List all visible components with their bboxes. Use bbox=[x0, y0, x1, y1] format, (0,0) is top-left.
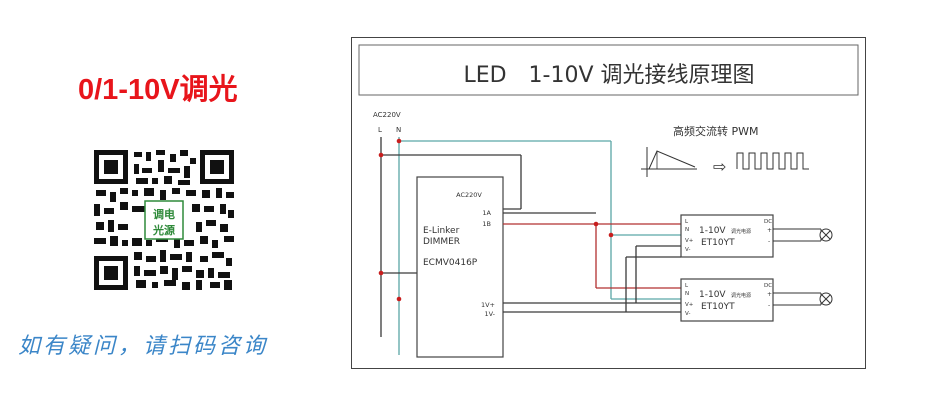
pwm-label: 高频交流转 PWM bbox=[673, 124, 759, 138]
svg-text:DC: DC bbox=[764, 219, 772, 225]
dimmer-term-1b: 1B bbox=[482, 220, 491, 228]
dimmer-term-1v-plus: 1V+ bbox=[481, 301, 495, 309]
svg-text:L: L bbox=[685, 283, 689, 289]
svg-text:+: + bbox=[767, 291, 772, 298]
driver-1: L N V+ V- 1-10V 调光电源 ET10YT DC + - bbox=[680, 214, 833, 258]
svg-text:N: N bbox=[685, 291, 689, 297]
dimmer-ac-label: AC220V bbox=[456, 191, 482, 199]
dimmer-box bbox=[416, 176, 504, 358]
qr-logo-line1: 调电 bbox=[153, 207, 175, 221]
qr-code: 调电 光源 bbox=[92, 148, 236, 292]
wiring-diagram-panel: LED 1-10V 调光接线原理图 AC220V L N AC220V 1A 1… bbox=[351, 37, 866, 369]
svg-text:⇨: ⇨ bbox=[713, 157, 726, 176]
driver-2-model: ET10YT bbox=[701, 302, 735, 312]
svg-text:L: L bbox=[685, 219, 689, 225]
driver-2: L N V+ V- 1-10V 调光电源 ET10YT DC + - bbox=[680, 278, 833, 322]
driver-1-model: ET10YT bbox=[701, 238, 735, 248]
dimmer-name-line1: E-Linker bbox=[423, 226, 460, 236]
n-label: N bbox=[396, 126, 401, 134]
driver-1-title: 1-10V bbox=[699, 226, 726, 236]
junction-dots bbox=[378, 138, 614, 302]
driver-2-title: 1-10V bbox=[699, 290, 726, 300]
svg-text:V-: V- bbox=[685, 311, 690, 317]
ac-input-label: AC220V bbox=[373, 111, 401, 119]
title-box bbox=[358, 44, 859, 96]
svg-text:N: N bbox=[685, 227, 689, 233]
diagram-title: LED 1-10V 调光接线原理图 bbox=[463, 63, 754, 88]
dimmer-model: ECMV0416P bbox=[423, 258, 478, 268]
svg-text:+: + bbox=[767, 227, 772, 234]
svg-text:调光电源: 调光电源 bbox=[731, 292, 751, 299]
svg-text:-: - bbox=[768, 238, 770, 245]
l-label: L bbox=[378, 126, 382, 134]
svg-text:-: - bbox=[768, 302, 770, 309]
scan-prompt-text: 如有疑问，请扫码咨询 bbox=[18, 334, 269, 359]
dimmer-term-1a: 1A bbox=[482, 209, 491, 217]
svg-text:V-: V- bbox=[685, 247, 690, 253]
svg-text:V+: V+ bbox=[685, 302, 694, 308]
svg-text:DC: DC bbox=[764, 283, 772, 289]
svg-text:调光电源: 调光电源 bbox=[731, 228, 751, 235]
qr-logo-line2: 光源 bbox=[152, 223, 175, 237]
left-title: 0/1-10V调光 bbox=[78, 74, 238, 106]
svg-text:V+: V+ bbox=[685, 238, 694, 244]
dimmer-term-1v-minus: 1V- bbox=[484, 310, 495, 318]
qr-code-graphic: 调电 光源 bbox=[92, 148, 236, 292]
wiring-diagram: LED 1-10V 调光接线原理图 AC220V L N AC220V 1A 1… bbox=[351, 37, 866, 369]
dimmer-name-line2: DIMMER bbox=[423, 237, 460, 247]
pwm-waveform-graphic: ⇨ bbox=[641, 147, 809, 177]
